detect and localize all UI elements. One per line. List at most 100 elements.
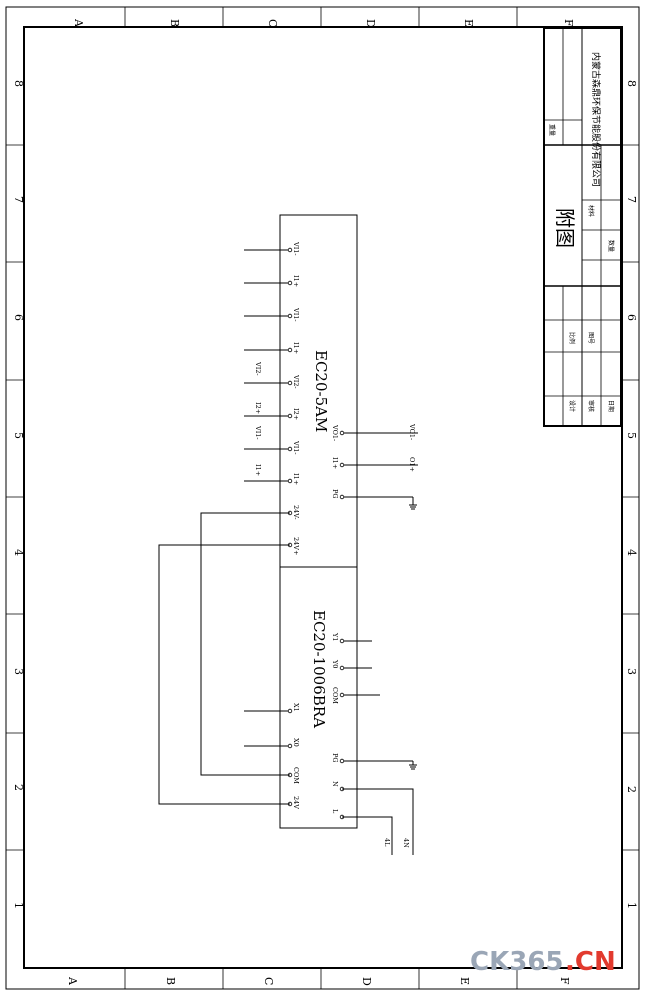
pin-label: I1+	[292, 342, 300, 354]
top-right-pins: VO1- I1+ PG	[331, 424, 418, 500]
inner-frame	[23, 26, 623, 969]
zone-number: 8	[12, 80, 25, 87]
watermark: CK365 .CN	[470, 947, 616, 977]
pin-label: 24V	[292, 796, 300, 809]
pin-label: I1+	[331, 457, 339, 469]
pin-label: 24V+	[292, 537, 300, 555]
pin-label: VI1-	[292, 440, 300, 455]
pin-label: 24V-	[292, 505, 300, 520]
zone-number: 8	[625, 80, 638, 87]
zone-letter: E	[458, 977, 471, 985]
watermark-ck365: CK365	[470, 947, 564, 977]
title-block	[543, 27, 622, 427]
zone-letter: D	[360, 977, 373, 986]
company-name: 内蒙古森鼎环保节能股份有限公司	[590, 52, 602, 187]
zone-letter: B	[164, 977, 177, 985]
zone-letter: A	[72, 18, 85, 28]
pin-label: VI1-	[292, 241, 300, 256]
zone-number: 2	[625, 786, 638, 793]
pin-label: X0	[292, 738, 300, 747]
ext-label: O1+	[408, 457, 416, 472]
pin-label: PG	[331, 753, 339, 763]
zone-letter: D	[364, 19, 377, 28]
watermark-cn: .CN	[565, 947, 616, 977]
pin-terminal	[339, 758, 345, 764]
pin-label: I2+	[292, 408, 300, 420]
ext-label: I2+	[254, 402, 262, 414]
zone-letter: C	[262, 977, 275, 985]
pin-label: VI2-	[292, 374, 300, 389]
wire-24v-minus	[200, 512, 290, 776]
pin-terminal	[287, 380, 293, 386]
module-ec20-1006bra-label: EC20-1006BRA	[310, 610, 328, 728]
zone-letter: C	[266, 19, 279, 27]
pin-label: COM	[292, 767, 300, 784]
zone-letters-bottom: A B C D E F	[66, 976, 571, 986]
pin-terminal	[339, 430, 345, 436]
pin-label: X1	[292, 703, 300, 712]
zone-number: 4	[625, 549, 638, 556]
pin-label: VO1-	[331, 424, 339, 441]
pin-terminal	[287, 446, 293, 452]
zone-letter: E	[462, 19, 475, 27]
wire-l	[342, 816, 393, 855]
title-block-label: 重量	[548, 124, 556, 136]
pin-label: COM	[331, 687, 339, 704]
ext-label: VI1-	[254, 425, 262, 440]
title-block-label: 比例	[568, 332, 576, 344]
pin-label: I1+	[292, 275, 300, 287]
pin-label: L	[331, 809, 339, 814]
zone-number: 2	[12, 784, 25, 791]
zone-letters-top: A B C D E F	[72, 18, 575, 28]
zone-letter: F	[558, 977, 571, 985]
wire-24v-plus	[158, 544, 290, 805]
title-block-label: 图号	[587, 332, 594, 344]
zone-numbers-right: 8 7 6 5 4 3 2 1	[625, 80, 638, 909]
module-ec20-5am-label: EC20-5AM	[312, 350, 330, 432]
pin-terminal	[287, 347, 293, 353]
zone-number: 3	[12, 668, 25, 675]
pin-label: Y0	[331, 659, 339, 668]
pin-terminal	[287, 708, 293, 714]
pin-terminal	[339, 665, 345, 671]
pin-terminal	[339, 638, 345, 644]
pin-terminal	[339, 494, 345, 500]
drawing-name: 附图	[553, 208, 577, 248]
zone-letter: B	[168, 19, 181, 27]
ext-label: VO1-	[408, 423, 416, 440]
pin-terminal	[287, 413, 293, 419]
zone-number: 7	[12, 196, 25, 203]
zone-number: 1	[12, 902, 25, 909]
zone-number: 3	[625, 668, 638, 675]
zone-number: 5	[625, 432, 638, 439]
title-block-label: 数量	[607, 240, 615, 252]
title-block-label: 日期	[607, 400, 615, 412]
ext-label: VI2-	[254, 361, 262, 376]
pin-label: N	[331, 781, 339, 787]
outer-frame	[5, 6, 640, 990]
pin-terminal	[339, 692, 345, 698]
zone-number: 1	[625, 902, 638, 909]
pin-terminal	[287, 743, 293, 749]
title-block-label: 材料	[587, 205, 595, 217]
zone-ticks	[6, 7, 639, 989]
ext-label: 4N	[402, 838, 410, 848]
ext-label: I1+	[254, 464, 262, 476]
pin-terminal	[339, 462, 345, 468]
pin-terminal	[287, 478, 293, 484]
module-ec20-1006bra-box	[279, 566, 358, 829]
zone-letter: A	[66, 976, 79, 986]
ext-label: 4L	[383, 838, 391, 847]
zone-letter: F	[562, 19, 575, 27]
pin-terminal	[287, 280, 293, 286]
pin-label: Y1	[331, 632, 339, 641]
pin-label: PG	[331, 489, 339, 499]
zone-number: 4	[12, 549, 25, 556]
wire-n	[342, 788, 414, 855]
wiring	[158, 497, 417, 855]
pin-terminal	[287, 313, 293, 319]
zone-numbers-left: 8 7 6 5 4 3 2 1	[12, 80, 25, 909]
